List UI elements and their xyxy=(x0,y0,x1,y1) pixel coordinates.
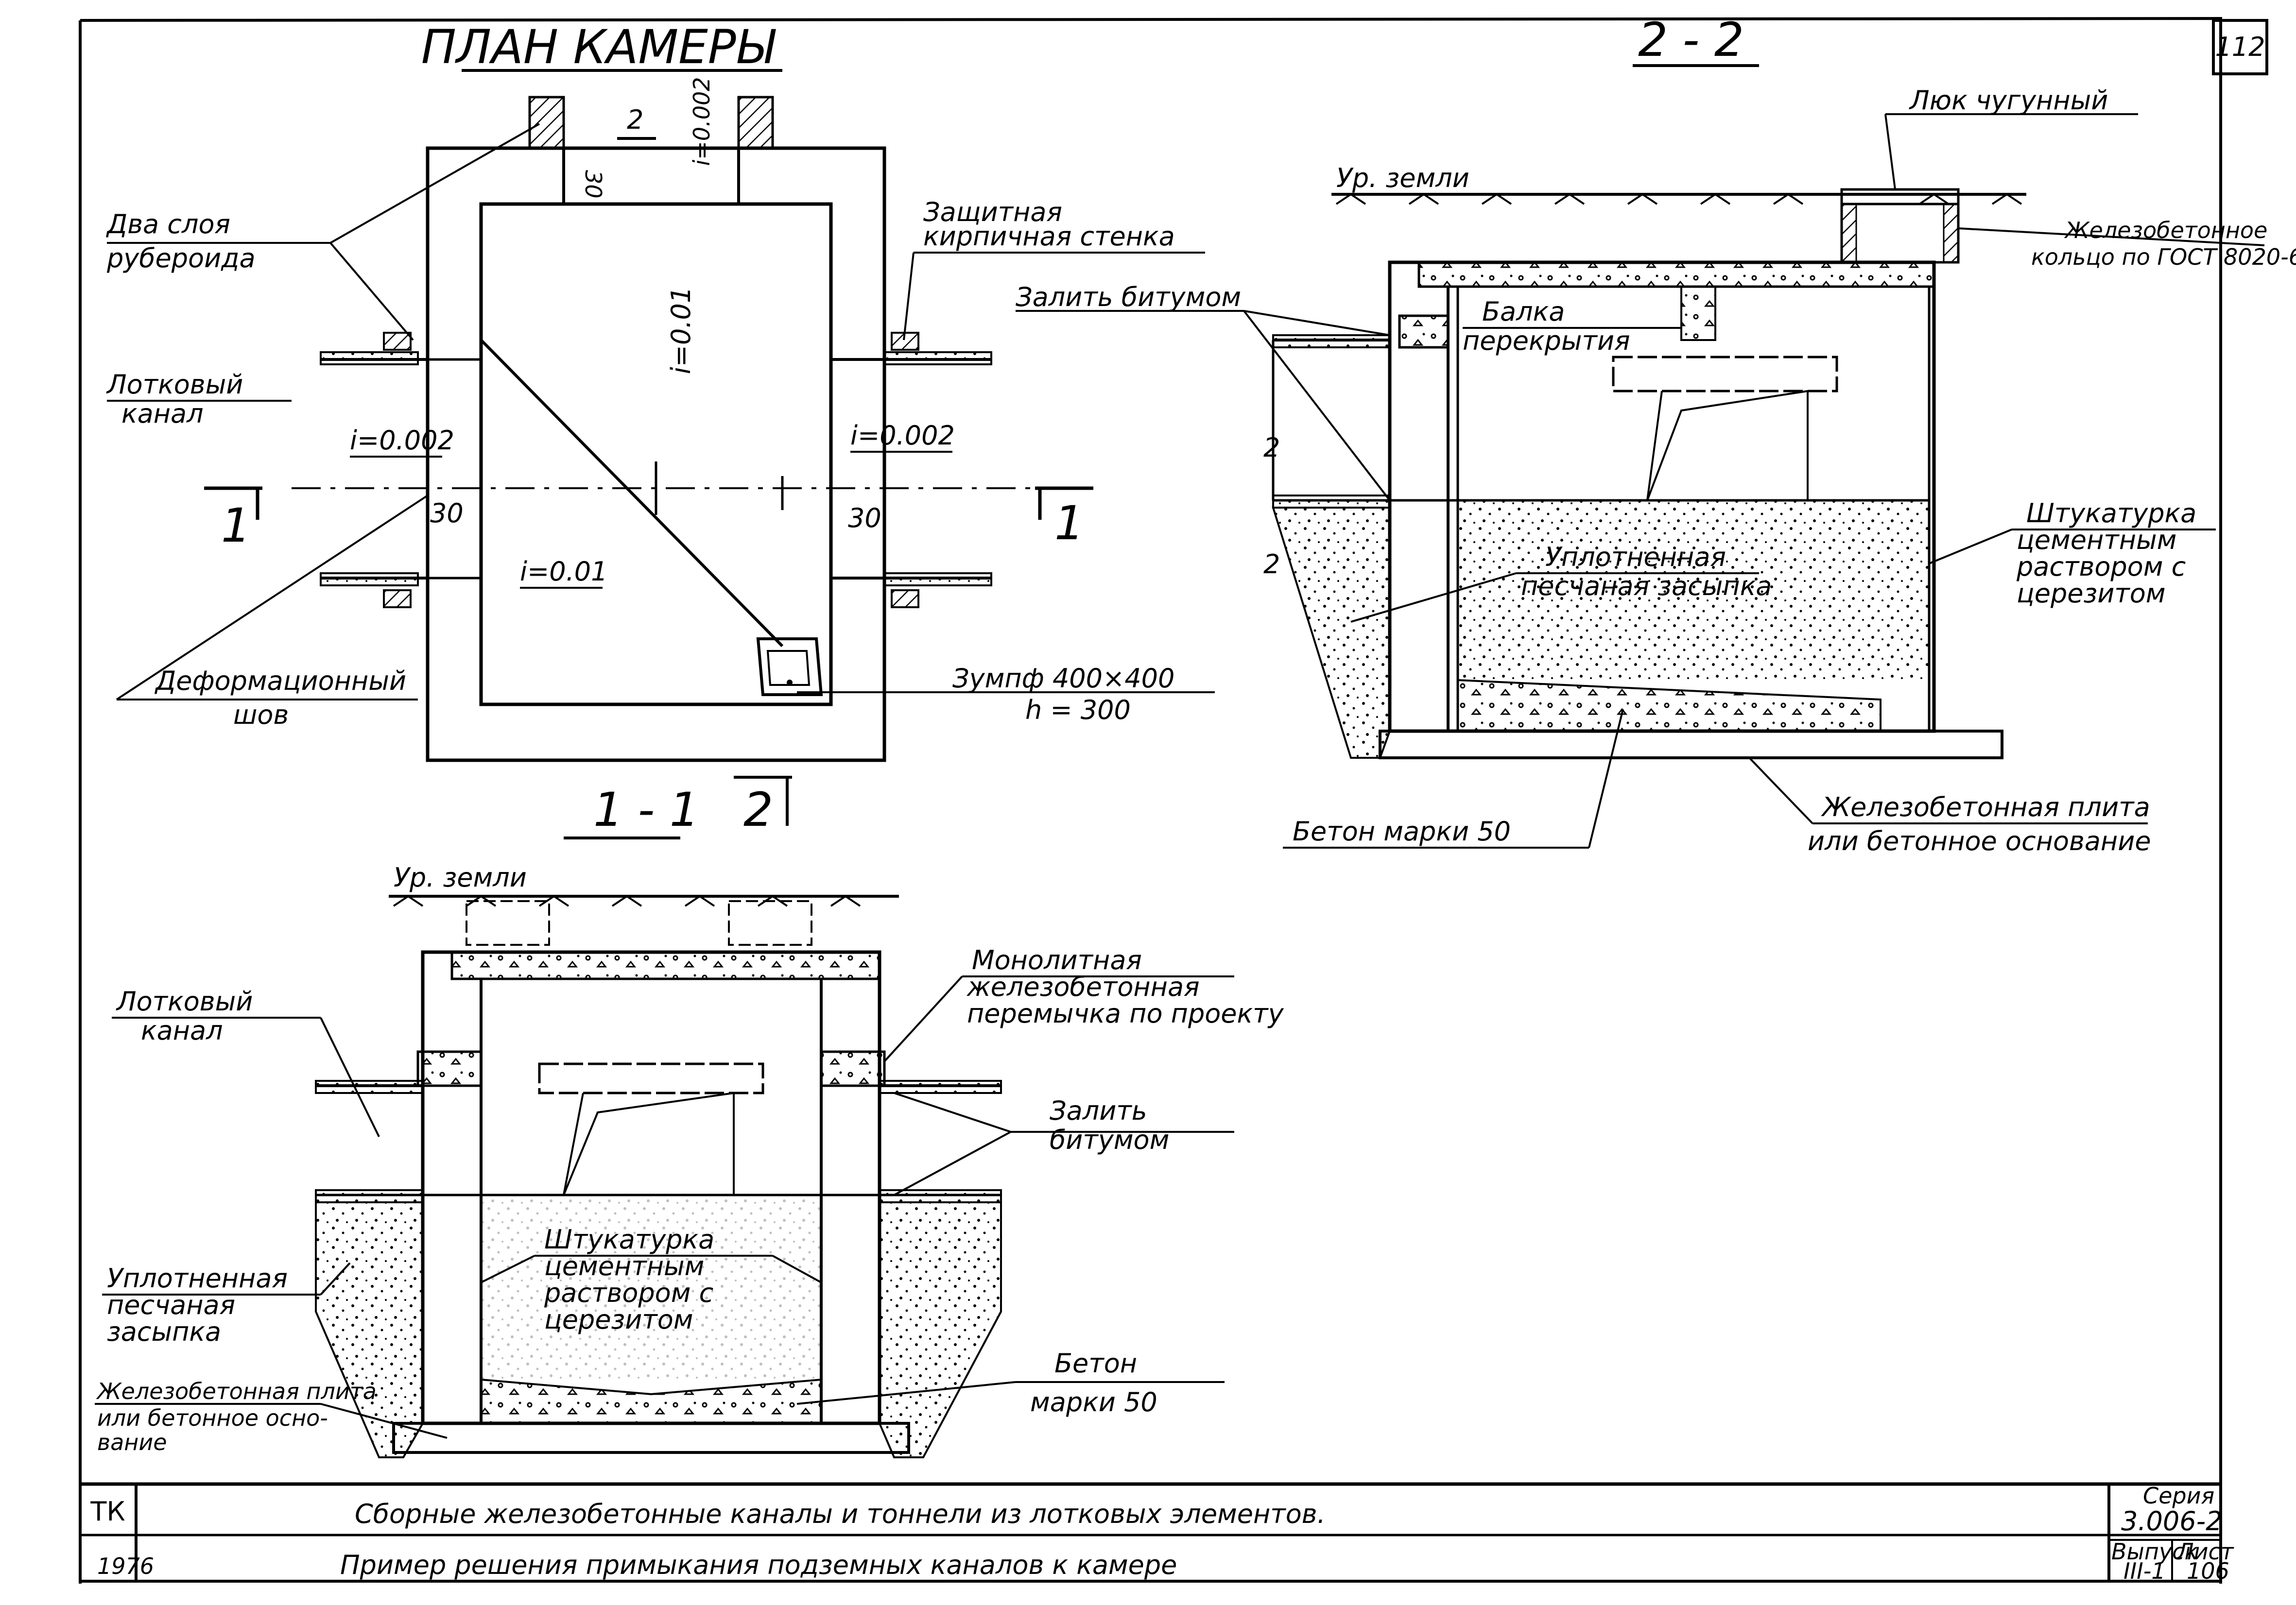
svg-text:канал: канал xyxy=(141,1015,223,1046)
section22-label-rc-ring: Железобетонное кольцо по ГОСТ 8020-68 xyxy=(1958,217,2296,270)
plan-slope-left: i=0.002 xyxy=(350,425,454,456)
section11-ground-level: Ур. земли xyxy=(394,862,527,893)
section11-label-plaster: Штукатурка цементным раствором с церезит… xyxy=(481,1224,822,1335)
section22-label-concrete: Бетон марки 50 xyxy=(1283,709,1624,849)
svg-text:битумом: битумом xyxy=(1050,1125,1169,1155)
svg-text:Бетон марки 50: Бетон марки 50 xyxy=(1293,816,1511,847)
svg-text:раствором с: раствором с xyxy=(2016,551,2186,582)
section22-dim-2a: 2 xyxy=(1263,432,1280,463)
svg-text:Уплотненная: Уплотненная xyxy=(1545,542,1726,572)
svg-text:Уплотненная: Уплотненная xyxy=(107,1263,288,1294)
section-2-2: 2 - 2 Ур. земли Люк чугунный xyxy=(1016,13,2296,856)
section22-label-beam: Балка перекрытия xyxy=(1463,296,1681,356)
svg-text:Балка: Балка xyxy=(1482,296,1565,327)
svg-text:марки 50: марки 50 xyxy=(1030,1387,1157,1417)
plan-dim-30-left: 30 xyxy=(430,498,464,529)
svg-text:Лотковый: Лотковый xyxy=(106,369,243,400)
svg-text:Защитная: Защитная xyxy=(923,197,1062,227)
section11-label-compacted-sand: Уплотненная песчаная засыпка xyxy=(102,1262,351,1347)
svg-text:Деформационный: Деформационный xyxy=(155,666,406,696)
section11-title: 1 - 1 xyxy=(593,783,699,837)
section11-label-seal-bitumen: Залить битумом xyxy=(894,1092,1234,1196)
svg-text:Штукатурка: Штукатурка xyxy=(544,1224,714,1255)
section22-label-rc-slab: Железобетонная плита или бетонное основа… xyxy=(1748,757,2151,856)
svg-text:или бетонное основание: или бетонное основание xyxy=(1808,826,2151,856)
plan-view: ПЛАН КАМЕРЫ i=0.002 2 30 xyxy=(106,20,1215,762)
section22-label-plaster: Штукатурка цементным раствором с церезит… xyxy=(1929,498,2216,609)
plan-label-protective-wall: Защитная кирпичная стенка xyxy=(903,197,1205,341)
svg-text:раствором с: раствором с xyxy=(544,1278,713,1308)
title-block-series-label: Серия xyxy=(2143,1483,2214,1509)
svg-text:кирпичная стенка: кирпичная стенка xyxy=(923,221,1175,252)
plan-section-1-left: 1 xyxy=(221,498,251,553)
plan-slope-center: i=0.01 xyxy=(520,556,607,587)
title-block-sheet-label: Лист xyxy=(2176,1538,2234,1565)
section22-label-seal-bitumen: Залить битумом xyxy=(1016,282,1391,501)
plan-label-deformation-joint: Деформационный шов xyxy=(116,495,429,730)
svg-text:перекрытия: перекрытия xyxy=(1463,325,1630,356)
svg-text:церезитом: церезитом xyxy=(544,1304,693,1335)
section22-hatch: Люк чугунный xyxy=(1909,85,2108,116)
plan-left-channel xyxy=(320,332,481,608)
section22-ground-level: Ур. земли xyxy=(1336,163,1469,193)
section22-title: 2 - 2 xyxy=(1638,13,1744,67)
section22-label-compacted-sand: Уплотненная песчаная засыпка xyxy=(1350,542,1772,623)
svg-text:песчаная засыпка: песчаная засыпка xyxy=(1521,571,1772,601)
svg-text:Железобетонная плита: Железобетонная плита xyxy=(1821,792,2150,822)
sheet-frame xyxy=(79,17,2222,1584)
plan-slope-right: i=0.002 xyxy=(850,420,955,451)
svg-text:h = 300: h = 300 xyxy=(1025,695,1131,725)
svg-text:Два слоя: Два слоя xyxy=(106,209,230,239)
plan-title: ПЛАН КАМЕРЫ xyxy=(421,20,777,74)
svg-text:Монолитная: Монолитная xyxy=(972,945,1142,975)
title-block-series-value: 3.006-2 xyxy=(2121,1506,2222,1537)
section11-label-concrete: Бетон марки 50 xyxy=(796,1348,1225,1417)
svg-text:шов: шов xyxy=(233,700,289,730)
page-number: 112 xyxy=(2215,32,2265,62)
svg-text:Залить битумом: Залить битумом xyxy=(1016,282,1241,312)
section22-dim-2b: 2 xyxy=(1263,549,1280,580)
plan-dim-30-right: 30 xyxy=(848,503,881,533)
title-block-title: Сборные железобетонные каналы и тоннели … xyxy=(355,1499,1326,1529)
plan-label-sump: Зумпф 400×400 h = 300 xyxy=(797,663,1215,725)
plan-right-channel xyxy=(831,332,992,608)
svg-text:кольцо по ГОСТ 8020-68: кольцо по ГОСТ 8020-68 xyxy=(2031,244,2296,270)
plan-label-tray-channel: Лотковый канал xyxy=(106,369,292,429)
plan-dim-top: i=0.002 xyxy=(689,77,715,166)
section-1-1: 1 - 1 2 Ур. земли xyxy=(95,776,1284,1458)
section11-label-rc-slab: Железобетонная плита или бетонное осно- … xyxy=(95,1378,448,1455)
title-block-sheet-value: 106 xyxy=(2187,1558,2229,1584)
svg-text:рубероида: рубероида xyxy=(106,243,256,273)
section11-label-tray-channel: Лотковый канал xyxy=(112,986,380,1137)
svg-text:Железобетонная плита: Железобетонная плита xyxy=(96,1378,377,1404)
title-block-code: ТК xyxy=(90,1496,125,1527)
title-block-year: 1976 xyxy=(97,1553,154,1579)
title-block-issue-value: III-1 xyxy=(2123,1558,2166,1584)
title-block: ТК 1976 Сборные железобетонные каналы и … xyxy=(80,1482,2234,1584)
svg-text:Лотковый: Лотковый xyxy=(116,986,253,1017)
plan-label-two-layers: Два слоя рубероида xyxy=(106,123,540,341)
svg-text:или бетонное осно-: или бетонное осно- xyxy=(97,1405,328,1431)
svg-text:церезитом: церезитом xyxy=(2017,578,2166,609)
svg-text:Залить: Залить xyxy=(1050,1095,1147,1126)
plan-marker-2: 2 xyxy=(627,104,643,135)
svg-text:Бетон: Бетон xyxy=(1054,1348,1137,1379)
title-block-issue-label: Выпуск xyxy=(2111,1538,2198,1565)
plan-slope-vertical: i=0.01 xyxy=(666,287,696,374)
plan-dim-30-top: 30 xyxy=(580,170,606,199)
svg-text:засыпка: засыпка xyxy=(107,1316,221,1347)
page-number-box: 112 xyxy=(2212,19,2268,75)
svg-text:вание: вание xyxy=(97,1429,167,1455)
svg-text:перемычка по проекту: перемычка по проекту xyxy=(967,998,1284,1029)
title-block-subtitle: Пример решения примыкания подземных кана… xyxy=(340,1550,1177,1580)
svg-text:канал: канал xyxy=(121,398,204,429)
svg-text:Штукатурка: Штукатурка xyxy=(2026,498,2196,529)
plan-section-1-right: 1 xyxy=(1054,496,1084,550)
section11-label-lintel: Монолитная железобетонная перемычка по п… xyxy=(883,945,1284,1062)
svg-text:Зумпф 400×400: Зумпф 400×400 xyxy=(952,663,1174,694)
section11-marker-2: 2 xyxy=(743,783,773,837)
